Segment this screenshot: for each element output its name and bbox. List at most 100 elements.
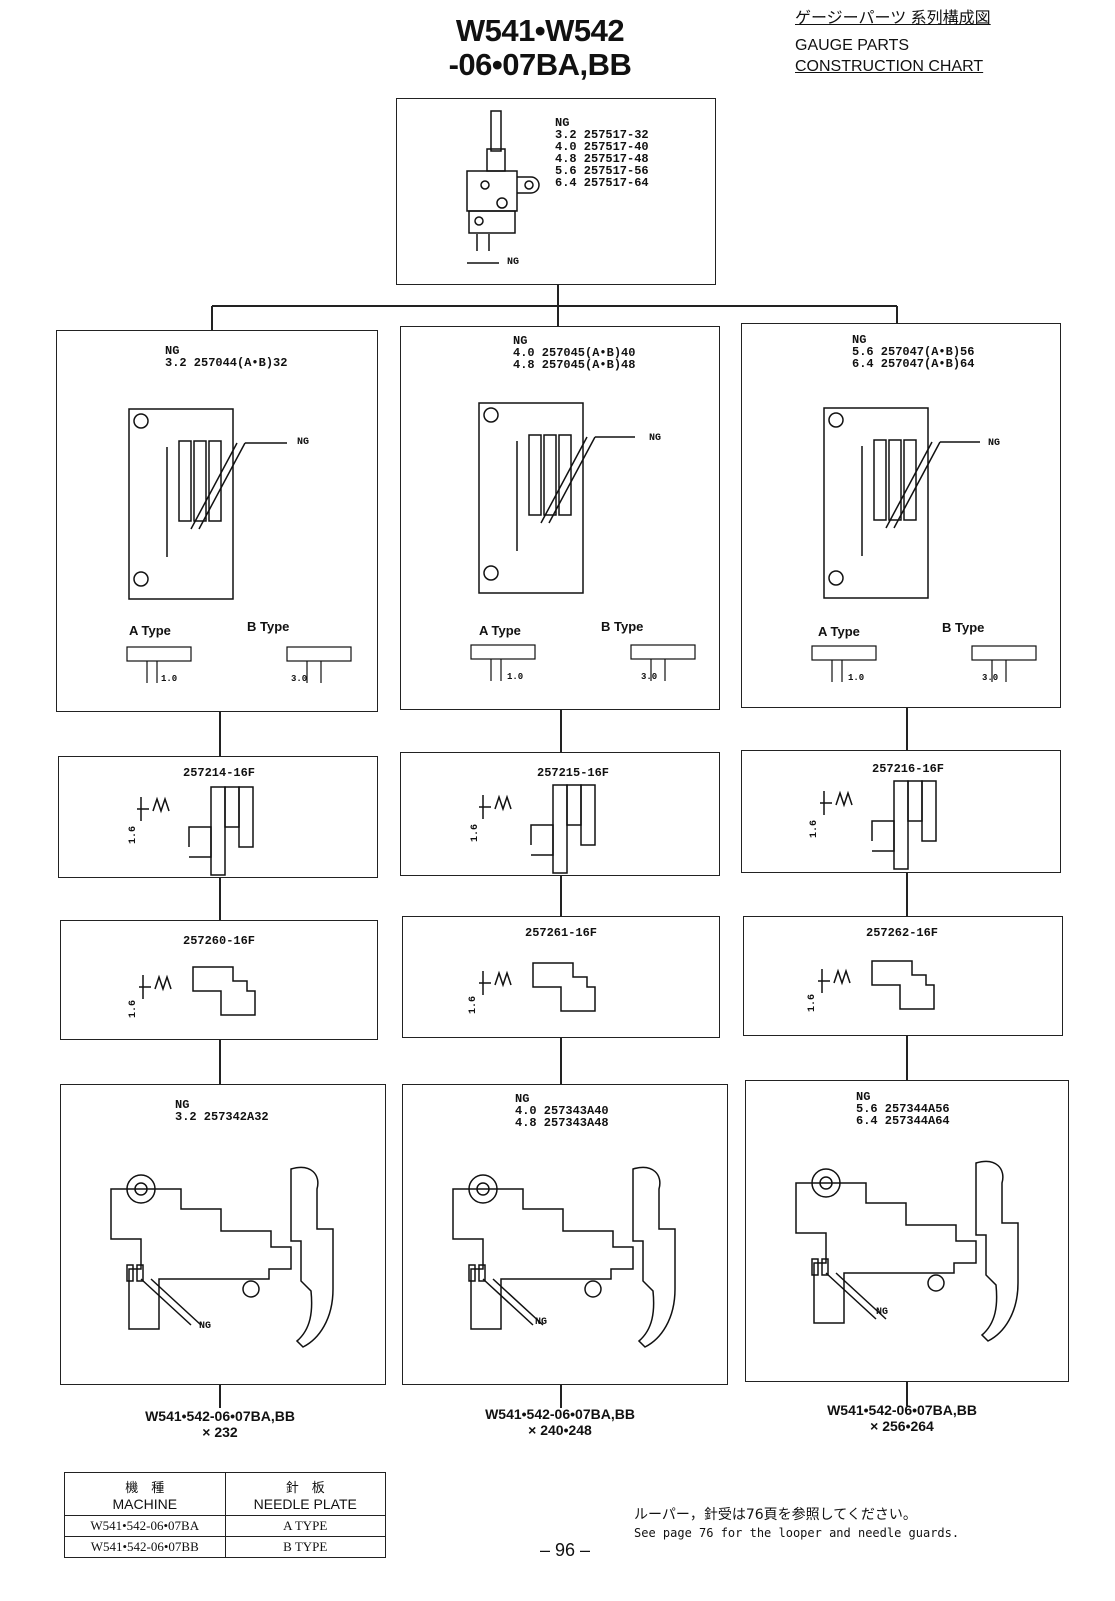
row-plate: A TYPE	[224, 1515, 386, 1537]
plate-part-list: 3.2 257044(A•B)32	[165, 356, 288, 370]
row-machine: W541•542-06•07BB	[64, 1536, 226, 1558]
plate-ng-label: NG	[165, 344, 180, 358]
header-plate-en: NEEDLE PLATE	[253, 1495, 357, 1512]
section-drawing	[126, 646, 352, 683]
presser-ng-label: NG	[175, 1098, 190, 1112]
b-type-label: B Type	[247, 619, 290, 634]
header-plate-jp: 針 板	[285, 1479, 325, 1495]
note-en: See page 76 for the looper and needle gu…	[634, 1526, 960, 1540]
title-line-2: -06•07BA,BB	[448, 47, 632, 82]
feed-dog2-part: 257262-16F	[866, 926, 939, 940]
feed-dog-box-2: 257215-16F 1.6	[400, 752, 720, 876]
top-ng-label: NG	[555, 116, 570, 130]
needle-plate-box-2: NG 4.0 257045(A•B)40 4.8 257045(A•B)48 N…	[400, 326, 720, 710]
feed-dog-part: 257214-16F	[183, 766, 256, 780]
machine-caption-2: W541•542-06•07BA,BB × 240•248	[440, 1406, 680, 1438]
presser-ng-pointer: NG	[199, 1321, 212, 1332]
feed-dog2-box-2: 257261-16F 1.6	[402, 916, 720, 1038]
feed-dog2-box-3: 257262-16F 1.6	[743, 916, 1063, 1036]
presser-box-3: NG 5.6 257344A56 6.4 257344A64 NG	[745, 1080, 1069, 1382]
b-dim: 3.0	[641, 672, 658, 682]
feed-dog2-drawing	[139, 966, 256, 1016]
a-dim: 1.0	[161, 674, 178, 684]
plate-part-list: 4.0 257045(A•B)40 4.8 257045(A•B)48	[513, 346, 636, 372]
presser-ng-pointer: NG	[535, 1317, 548, 1328]
needle-clamp-box: NG 3.2 257517-32 4.0 257517-40 4.8 25751…	[396, 98, 716, 285]
presser-ng-label: NG	[515, 1092, 530, 1106]
plate-ng-label: NG	[852, 333, 867, 347]
plate-ng-pointer: NG	[297, 437, 310, 448]
feed-dog-part: 257215-16F	[537, 766, 610, 780]
feed-dog-box-1: 257214-16F 1.6	[58, 756, 378, 878]
section-drawing	[470, 644, 696, 681]
header-needle-plate: 針 板 NEEDLE PLATE	[224, 1472, 386, 1516]
presser-part-list: 5.6 257344A56 6.4 257344A64	[856, 1102, 950, 1128]
b-dim: 3.0	[291, 674, 308, 684]
a-dim: 1.0	[507, 672, 524, 682]
a-type-label: A Type	[818, 624, 860, 639]
caption-model: W541•542-06•07BA,BB	[145, 1408, 295, 1424]
caption-variant: × 232	[202, 1424, 238, 1440]
en-title-2: CONSTRUCTION CHART	[795, 58, 984, 75]
machine-needle-plate-table: 機 種 MACHINE 針 板 NEEDLE PLATE W541•542-06…	[64, 1472, 386, 1558]
feed-dog-drawing	[820, 780, 937, 870]
feed-dog2-drawing	[818, 960, 935, 1010]
table-row: W541•542-06•07BA A TYPE	[64, 1515, 386, 1537]
plate-part-list: 5.6 257047(A•B)56 6.4 257047(A•B)64	[852, 345, 975, 371]
caption-model: W541•542-06•07BA,BB	[485, 1406, 635, 1422]
feed-dog2-drawing	[479, 962, 596, 1012]
machine-caption-1: W541•542-06•07BA,BB × 232	[100, 1408, 340, 1440]
header-machine-en: MACHINE	[112, 1495, 178, 1512]
a-type-label: A Type	[479, 623, 521, 638]
presser-part-list: 4.0 257343A40 4.8 257343A48	[515, 1104, 609, 1130]
caption-model: W541•542-06•07BA,BB	[827, 1402, 977, 1418]
needle-plate-drawing	[478, 402, 635, 594]
plate-ng-pointer: NG	[988, 438, 1001, 449]
feed-dog-drawing	[479, 784, 596, 874]
needle-clamp-drawing	[466, 110, 540, 264]
presser-part-list: 3.2 257342A32	[175, 1110, 269, 1124]
needle-plate-box-1: NG 3.2 257044(A•B)32 NG A Type B Type 1.…	[56, 330, 378, 712]
chart-subtitle: ゲージーパーツ 系列構成図 GAUGE PARTS CONSTRUCTION C…	[795, 8, 1015, 77]
presser-box-1: NG 3.2 257342A32 NG	[60, 1084, 386, 1385]
plate-ng-label: NG	[513, 334, 528, 348]
a-type-label: A Type	[129, 623, 171, 638]
page-number: – 96 –	[539, 1540, 591, 1560]
row-machine: W541•542-06•07BA	[64, 1515, 226, 1537]
plate-ng-pointer: NG	[649, 433, 662, 444]
feed-dog2-part: 257260-16F	[183, 934, 256, 948]
needle-plate-box-3: NG 5.6 257047(A•B)56 6.4 257047(A•B)64 N…	[741, 323, 1061, 708]
header-machine: 機 種 MACHINE	[64, 1472, 226, 1516]
a-dim: 1.0	[848, 673, 865, 683]
table-row: W541•542-06•07BB B TYPE	[64, 1536, 386, 1558]
note: ルーパー，針受は76頁を参照してください。 See page 76 for th…	[634, 1504, 1034, 1540]
needle-plate-drawing	[128, 408, 287, 600]
b-type-label: B Type	[601, 619, 644, 634]
feed-dog-drawing	[137, 786, 254, 876]
title-line-1: W541•W542	[455, 13, 625, 48]
section-drawing	[811, 645, 1037, 682]
presser-ng-label: NG	[856, 1090, 871, 1104]
machine-caption-3: W541•542-06•07BA,BB × 256•264	[782, 1402, 1022, 1434]
jp-title: ゲージーパーツ 系列構成図	[795, 10, 991, 27]
feed-dog-box-3: 257216-16F 1.6	[741, 750, 1061, 873]
presser-box-2: NG 4.0 257343A40 4.8 257343A48 NG	[402, 1084, 728, 1385]
presser-drawing	[795, 1160, 1019, 1342]
feed-dog2-part: 257261-16F	[525, 926, 598, 940]
caption-variant: × 256•264	[870, 1418, 934, 1434]
title: W541•W542 -06•07BA,BB	[420, 14, 660, 82]
needle-plate-drawing	[823, 407, 980, 599]
top-part-list: 3.2 257517-32 4.0 257517-40 4.8 257517-4…	[555, 128, 649, 190]
en-title-1: GAUGE PARTS	[795, 37, 910, 54]
presser-ng-pointer: NG	[876, 1307, 889, 1318]
header-machine-jp: 機 種	[125, 1479, 165, 1495]
presser-drawing	[110, 1166, 334, 1348]
top-dim-label: NG	[507, 257, 520, 268]
b-dim: 3.0	[982, 673, 999, 683]
b-type-label: B Type	[942, 620, 985, 635]
presser-drawing	[452, 1166, 676, 1348]
caption-variant: × 240•248	[528, 1422, 592, 1438]
feed-dog-part: 257216-16F	[872, 762, 945, 776]
feed-dog2-box-1: 257260-16F 1.6	[60, 920, 378, 1040]
